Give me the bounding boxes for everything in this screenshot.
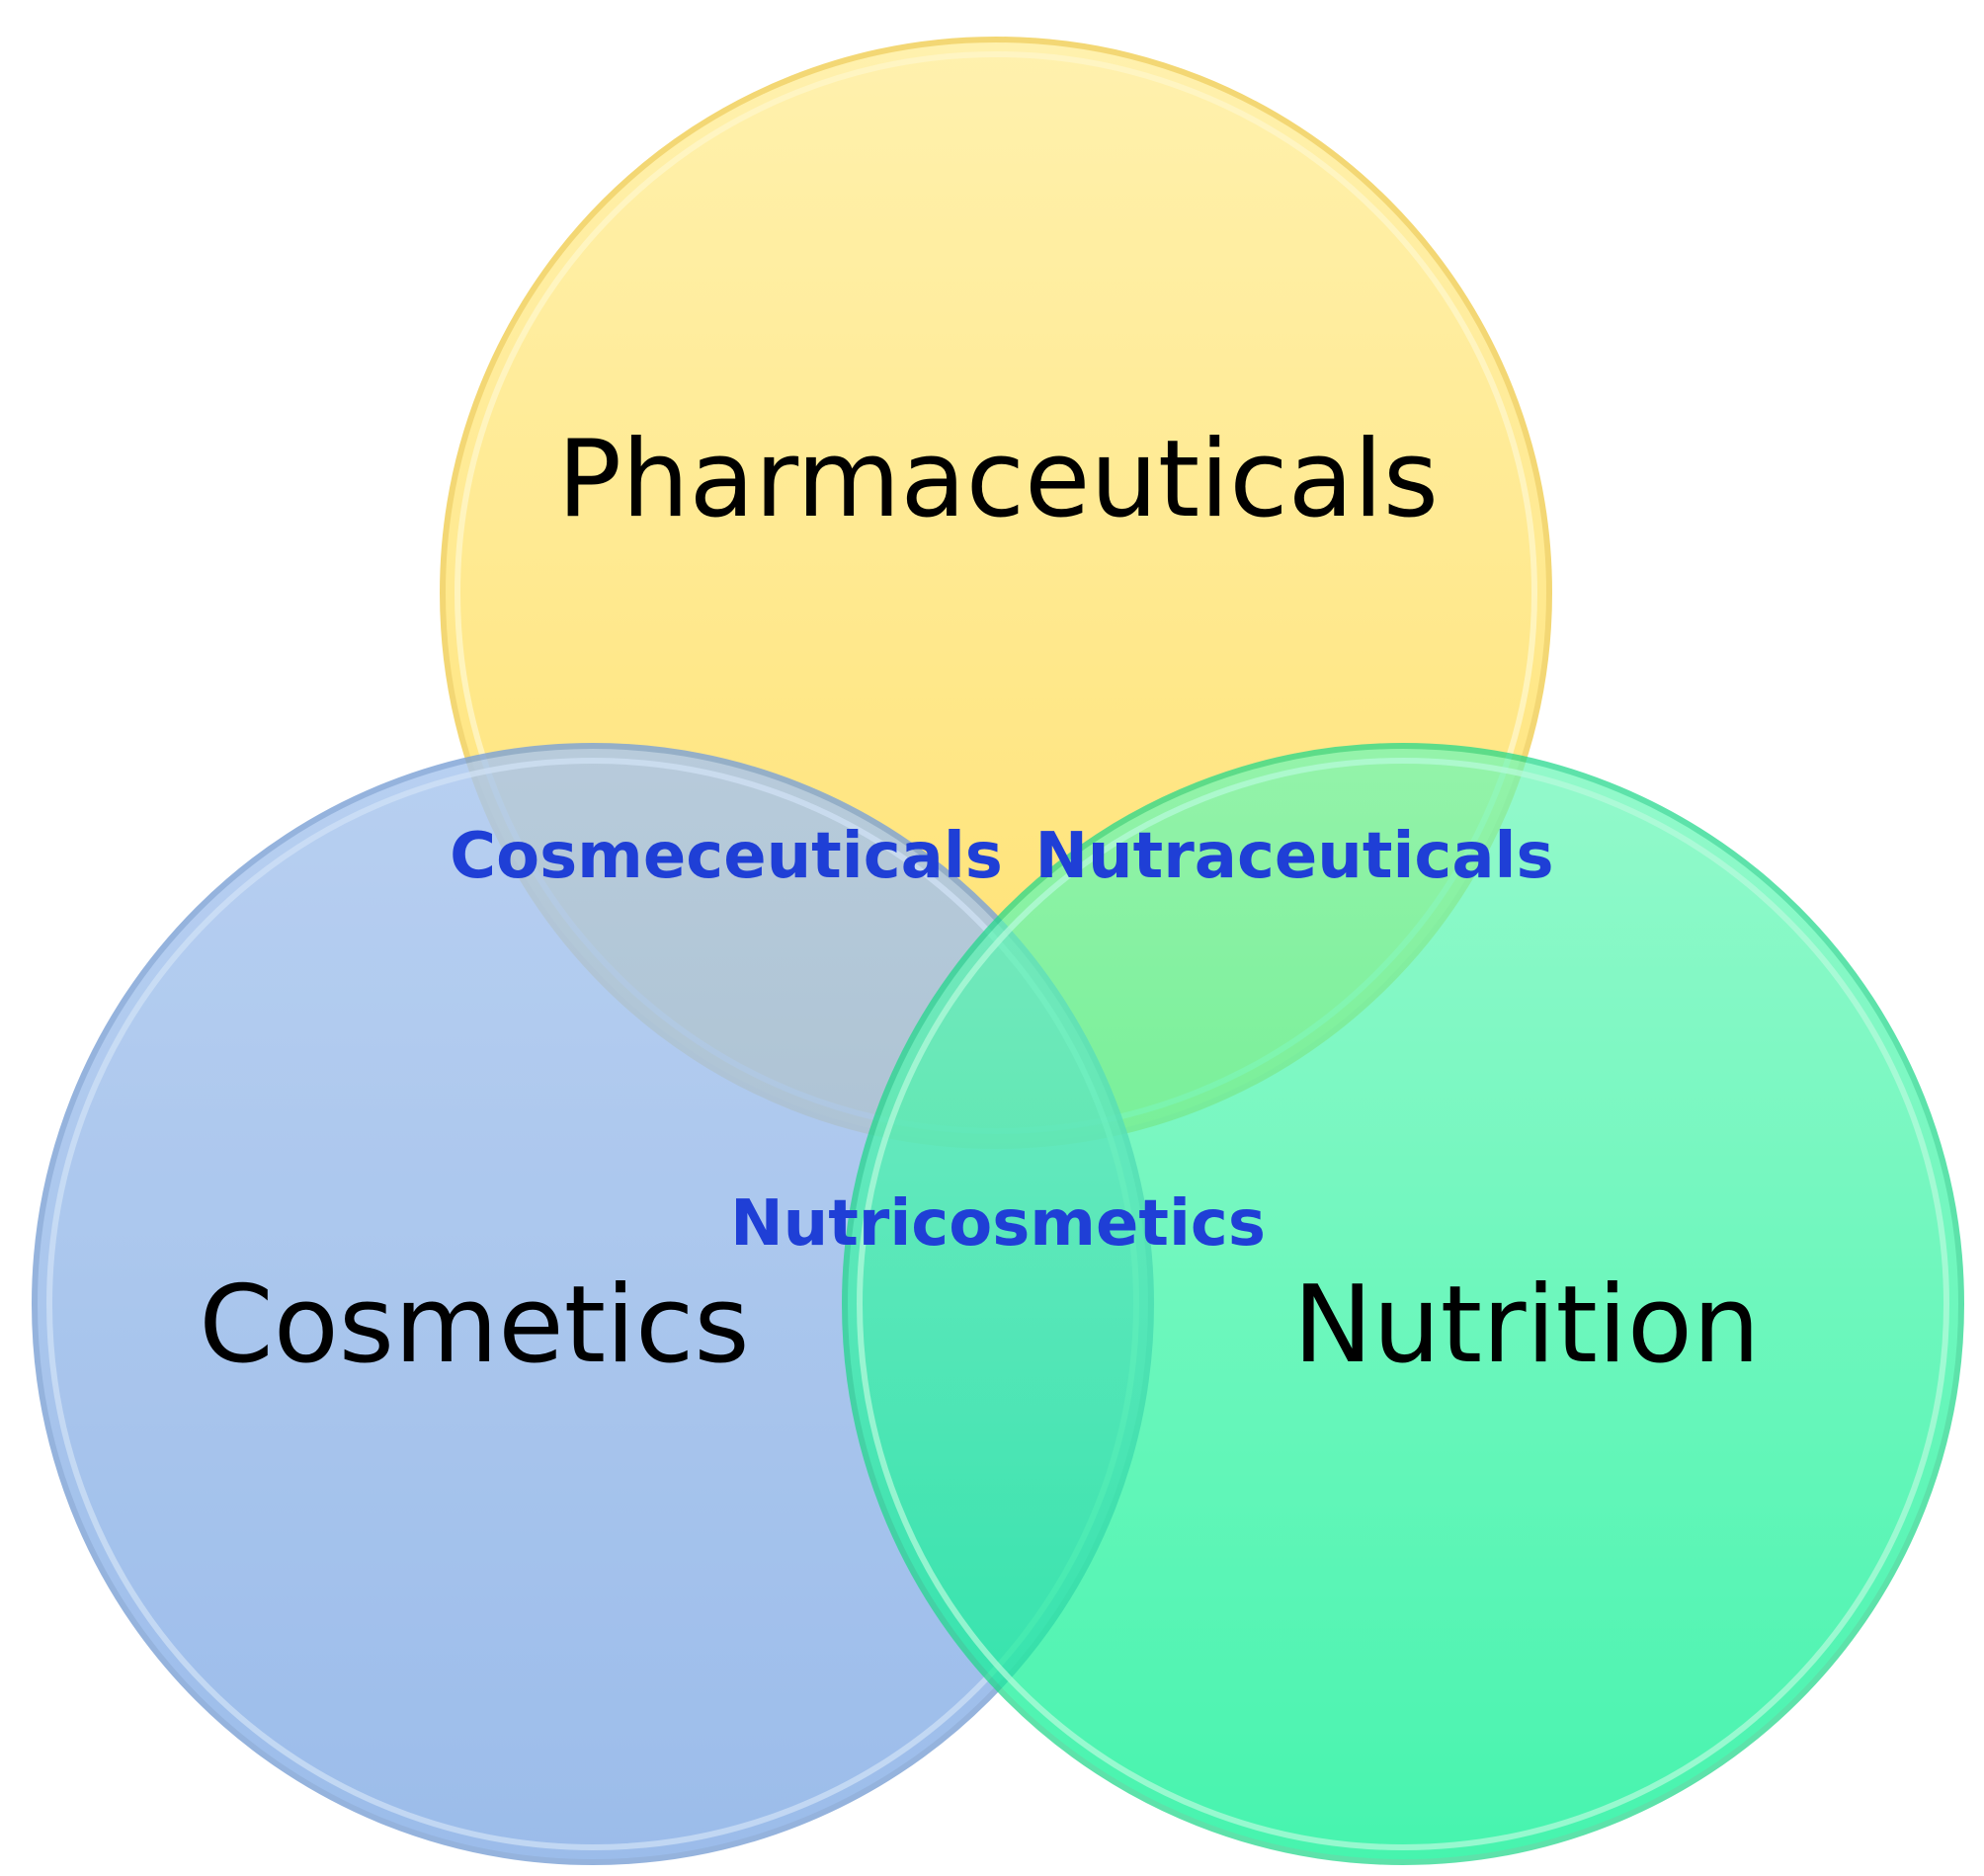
nutricosmetics-label: Nutricosmetics (730, 1187, 1266, 1261)
cosmeceuticals-label: Cosmeceuticals (450, 820, 1003, 893)
cosmetics-label: Cosmetics (199, 1264, 749, 1387)
nutrition-label: Nutrition (1293, 1264, 1761, 1387)
nutraceuticals-label: Nutraceuticals (1034, 820, 1553, 893)
nutrition-circle (842, 743, 1964, 1865)
pharmaceuticals-label: Pharmaceuticals (557, 418, 1439, 541)
